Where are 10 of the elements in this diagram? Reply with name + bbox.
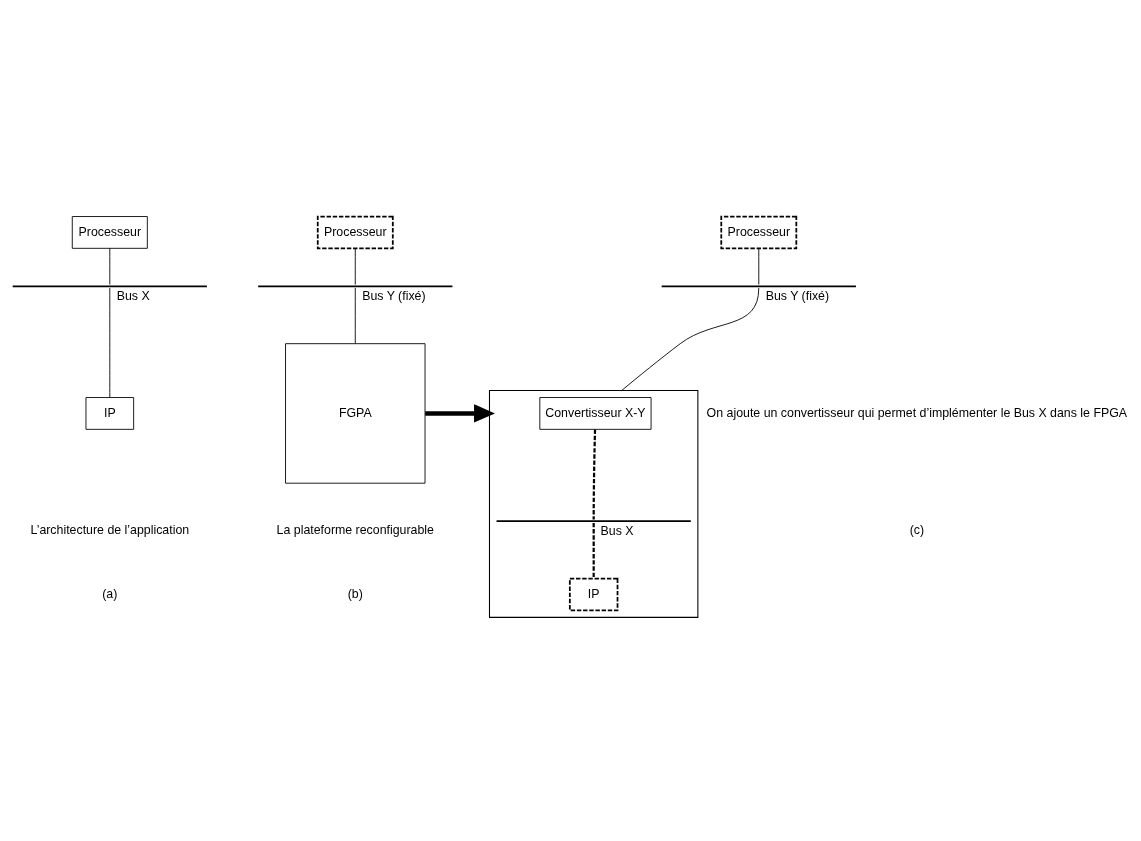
label: La plateforme reconfigurable — [276, 523, 434, 538]
node-label: Bus X — [600, 524, 634, 539]
label: On ajoute un convertisseur qui permet d’implémenter le Bus X dans le FPGA — [706, 405, 1128, 420]
node-label: Bus Y (fixé) — [362, 289, 426, 304]
label: (c) — [909, 523, 925, 538]
label: L’architecture de l’application — [30, 523, 190, 538]
label: (a) — [102, 586, 118, 601]
label: (b) — [347, 586, 363, 601]
node-label: Bus Y (fixé) — [765, 289, 830, 304]
node-label: Bus X — [116, 289, 150, 304]
